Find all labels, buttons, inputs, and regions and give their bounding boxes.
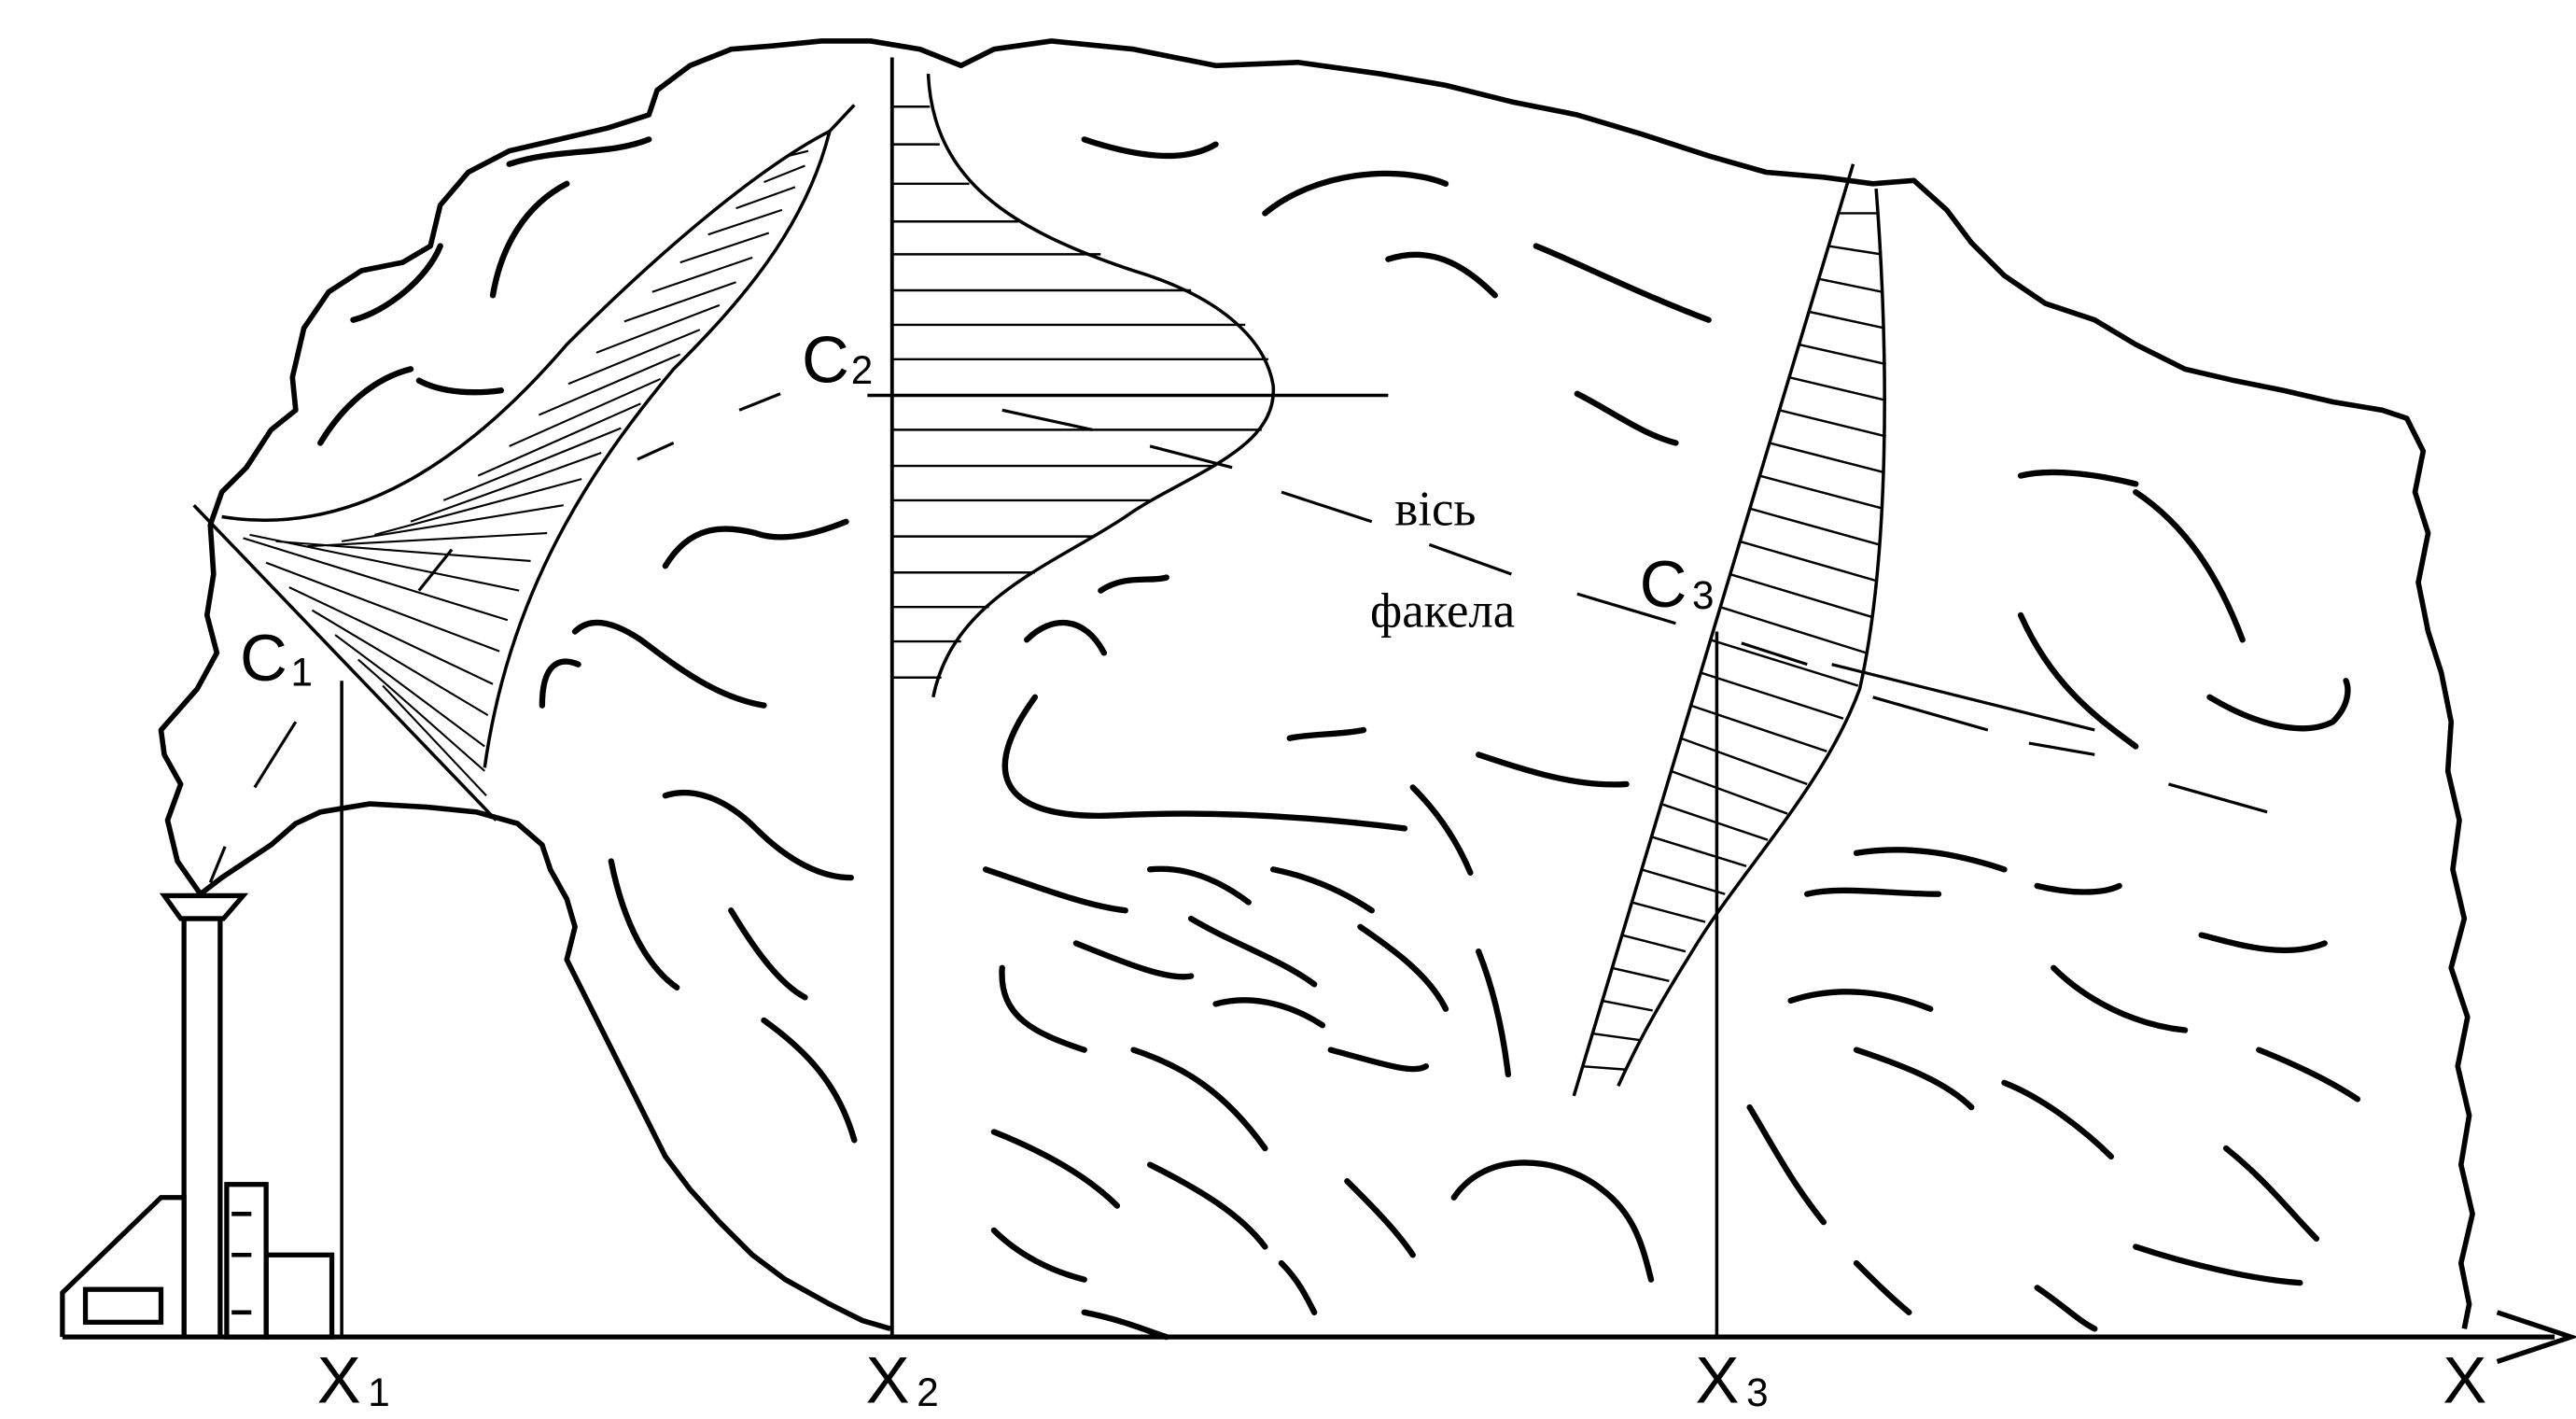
plume-lower-edge [199,801,891,1332]
axis-tick-x3-letter: X [1696,1342,1740,1416]
concentration-label-c3-subscript: 3 [1692,573,1714,617]
chimney-top [159,892,249,921]
concentration-label-c1-subscript: 1 [291,651,313,695]
concentration-label-c2: C 2 [802,322,873,396]
concentration-label-c2-subscript: 2 [851,348,873,392]
concentration-label-c1: C 1 [240,621,313,695]
plume-axis [208,392,2268,883]
distribution-zone-3-hatching [1581,212,1887,1071]
factory-chimney [181,916,223,1338]
factory-window [82,1286,164,1325]
axis-tick-x1-letter: X [317,1342,361,1416]
concentration-label-c3: C 3 [1640,547,1715,621]
distribution-zone-3 [1572,163,1887,1097]
plume-axis-label-line1: вісь [1394,482,1476,536]
axis-arrowhead [2496,1310,2576,1364]
factory [60,892,335,1340]
plume-axis-label-line2: факела [1370,583,1515,638]
distribution-zone-2-curve [926,73,1275,698]
concentration-label-c2-letter: C [802,322,849,396]
concentration-label-c1-letter: C [240,621,287,695]
distribution-zone-1-curve [221,128,833,768]
distribution-zone-3-curve [1617,188,1886,1088]
plume-axis-solid-segment [1831,663,2095,732]
concentration-label-c3-letter: C [1640,547,1687,621]
axis-tick-x2: X 2 [866,1342,939,1416]
smoke-texture [317,136,2361,1341]
distribution-zone-1 [192,104,856,822]
distribution-zone-2 [867,73,1389,698]
axis-tick-x2-subscript: 2 [917,1370,938,1414]
axis-tick-x3: X 3 [1696,1342,1769,1416]
axis-end-label: X [2443,1342,2486,1416]
distribution-zone-1-hatching [243,149,809,796]
plume-outline [158,38,2475,1329]
axis-tick-x1-subscript: 1 [368,1370,389,1414]
distribution-zone-2-hatching [891,105,1268,679]
axis-tick-x3-subscript: 3 [1746,1370,1768,1414]
factory-low-block [263,1252,335,1340]
axis-tick-x1: X 1 [317,1342,390,1416]
axis-tick-x2-letter: X [866,1342,910,1416]
factory-main-building [60,1195,187,1338]
